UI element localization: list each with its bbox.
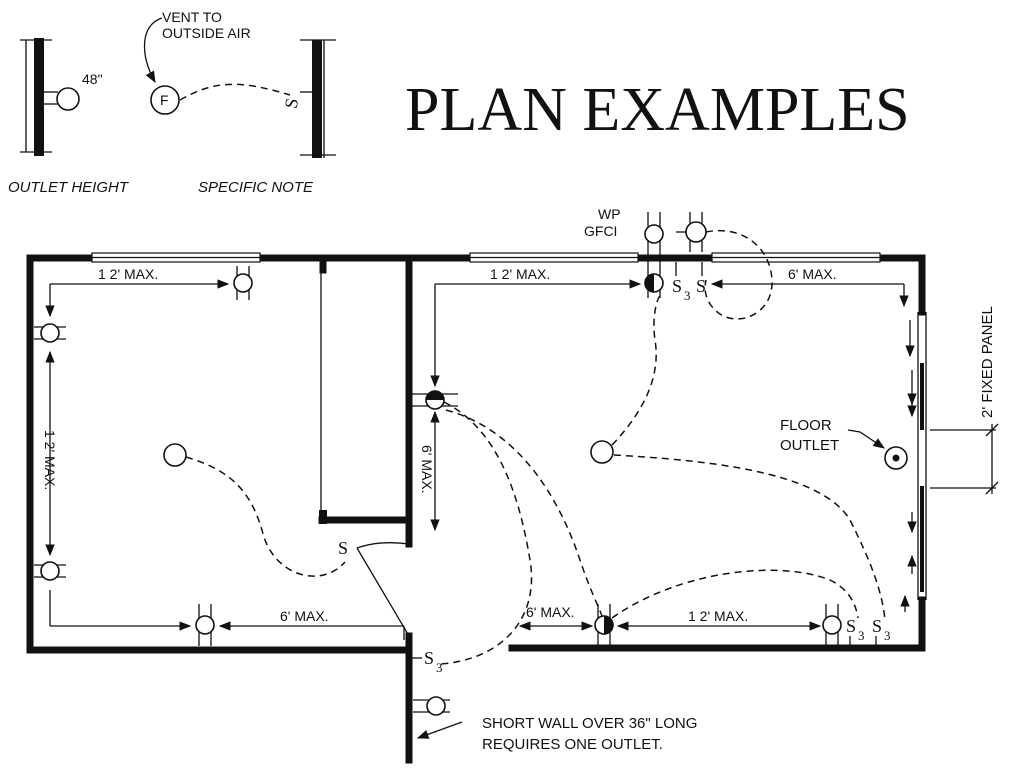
dim-right-top-right: 6' MAX. [788, 266, 837, 282]
dim-left-top: 1 2' MAX. [98, 266, 158, 282]
dimensions-right: 1 2' MAX. 6' MAX. 6' MAX. 6' MAX. 1 2' M… [419, 266, 999, 631]
floor-outlet-line2: OUTLET [780, 437, 839, 454]
vent-note-line2: OUTSIDE AIR [162, 25, 251, 41]
outlets-left [34, 266, 253, 646]
duplex-outlet-icon [40, 323, 60, 343]
switch-symbol-icon: S [281, 97, 302, 110]
page-title: PLAN EXAMPLES [405, 76, 910, 144]
dimensions-left: 1 2' MAX. 1 2' MAX. 6' MAX. [42, 266, 405, 640]
short-wall-note: SHORT WALL OVER 36" LONG REQUIRES ONE OU… [416, 715, 697, 753]
circuits [185, 230, 886, 665]
svg-text:3: 3 [858, 628, 865, 643]
fan-icon [150, 85, 180, 115]
dim-right-top-left: 1 2' MAX. [490, 266, 550, 282]
specific-note-caption: SPECIFIC NOTE [198, 179, 314, 196]
svg-text:3: 3 [884, 628, 891, 643]
ceiling-light-icon [163, 443, 187, 467]
switch-symbol-icon: S [696, 276, 706, 296]
dim-left-side: 1 2' MAX. [42, 430, 58, 490]
svg-text:3: 3 [436, 660, 443, 675]
dim-right-bottom-right: 1 2' MAX. [688, 608, 748, 624]
fixed-panel-label: 2' FIXED PANEL [979, 306, 996, 418]
duplex-outlet-icon [233, 273, 253, 293]
switch-symbol-icon: S [424, 648, 434, 668]
wall-light-icon [685, 221, 707, 243]
switches: S S 3 S S 3 S 3 S 3 [338, 262, 891, 675]
legend-outlet-height: 48" OUTLET HEIGHT [8, 38, 130, 196]
outlet-height-caption: OUTLET HEIGHT [8, 179, 130, 196]
duplex-outlet-icon [195, 615, 215, 635]
door [356, 542, 410, 637]
legend-specific-note: VENT TO OUTSIDE AIR F S SPECIFIC NOTE [143, 9, 336, 196]
switch-symbol-icon: S [872, 616, 882, 636]
duplex-outlet-icon [40, 561, 60, 581]
switch-symbol-icon: S [846, 616, 856, 636]
fan-symbol: F [160, 92, 169, 108]
windows [91, 252, 927, 600]
floor-outlet-line1: FLOOR [780, 417, 832, 434]
dim-left-bottom: 6' MAX. [280, 608, 329, 624]
short-wall-line2: REQUIRES ONE OUTLET. [482, 736, 663, 753]
short-wall-line1: SHORT WALL OVER 36" LONG [482, 715, 697, 732]
gfci-label: GFCI [584, 223, 617, 239]
outlet-height-value: 48" [82, 71, 103, 87]
duplex-outlet-icon [426, 696, 446, 716]
switch-symbol-icon: S [672, 276, 682, 296]
dim-right-bottom-left: 6' MAX. [526, 604, 575, 620]
outlets-right: WP GFCI FLOOR OUTLET [412, 206, 908, 716]
wp-label: WP [598, 206, 621, 222]
dim-right-vertical: 6' MAX. [419, 445, 435, 494]
duplex-outlet-icon [56, 87, 80, 111]
gfci-outlet-icon [644, 224, 664, 244]
ceiling-light-icon [590, 440, 614, 464]
vent-note-line1: VENT TO [162, 9, 222, 25]
duplex-outlet-icon [822, 615, 842, 635]
switch-symbol-icon: S [338, 538, 348, 558]
walls [26, 254, 926, 764]
svg-text:3: 3 [684, 288, 691, 303]
